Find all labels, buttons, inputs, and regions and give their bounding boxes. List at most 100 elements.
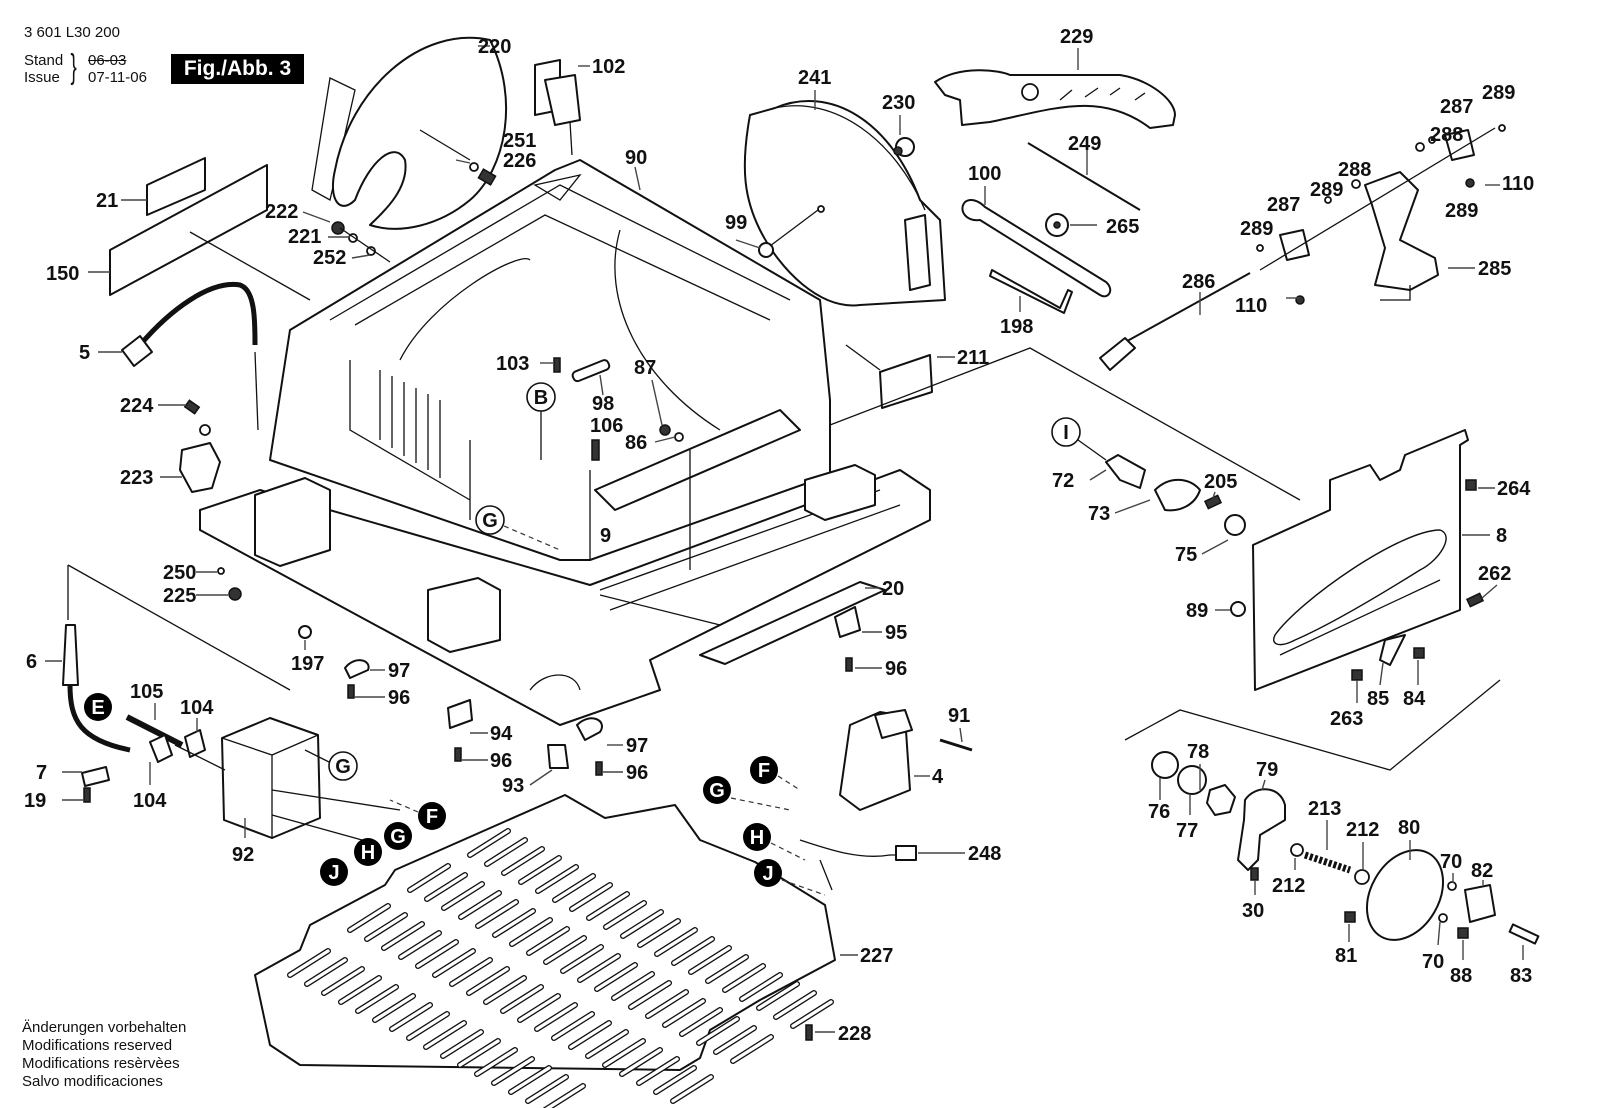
vent-slot-inner: [365, 913, 407, 941]
stand-date-struck: 06-03: [88, 52, 127, 69]
vent-slot-inner: [544, 936, 586, 964]
callout-212: 212: [1272, 875, 1305, 897]
clip-102: [534, 59, 581, 156]
screw-263: [1351, 669, 1363, 681]
stand-label: Stand: [24, 52, 64, 69]
lever-79: [1237, 788, 1286, 871]
clamp-287-right: [1444, 129, 1475, 161]
bolt-98: [571, 359, 611, 383]
vent-slot-inner: [621, 910, 663, 938]
vent-slot-inner: [485, 838, 527, 866]
vent-slot-inner: [442, 882, 484, 910]
screw-103: [553, 357, 561, 373]
screw-88: [1457, 927, 1469, 939]
svg-text:G: G: [335, 756, 351, 778]
grommet-89: [1230, 601, 1246, 617]
vent-slot-inner: [646, 990, 688, 1018]
callout-263: 263: [1330, 708, 1363, 730]
footer-notice: Änderungen vorbehalten Modifications res…: [22, 1019, 186, 1091]
screw-96-c: [595, 761, 603, 776]
vent-slot-inner: [373, 994, 415, 1022]
callout-98: 98: [592, 393, 614, 415]
callout-4: 4: [932, 766, 944, 788]
callout-91: 91: [948, 705, 970, 727]
spring-213: [1303, 851, 1352, 874]
bracket-95: [834, 606, 861, 638]
vent-slot-inner: [689, 946, 731, 974]
callout-100: 100: [968, 163, 1001, 185]
figure-badge: Fig./Abb. 3: [171, 54, 304, 84]
vent-slot-inner: [468, 829, 510, 857]
callout-225: 225: [163, 585, 196, 607]
callout-77: 77: [1176, 820, 1198, 842]
callout-86: 86: [625, 432, 647, 454]
callout-288: 288: [1430, 124, 1463, 146]
ref-marker-G-right: G: [703, 776, 791, 811]
callout-212: 212: [1346, 819, 1379, 841]
vent-slot-inner: [425, 873, 467, 901]
vent-slot-inner: [638, 919, 680, 947]
vent-grille: [379, 370, 441, 478]
callout-106: 106: [590, 415, 623, 437]
vent-slot-inner: [586, 1030, 628, 1058]
vent-slot-inner: [390, 1003, 432, 1031]
hardware-72-75: [1105, 454, 1485, 681]
svg-text:G: G: [390, 826, 406, 848]
vent-slot-inner: [654, 1066, 696, 1094]
vent-slot-inner: [493, 909, 535, 937]
vent-slot-inner: [536, 865, 578, 893]
vent-slot-inner: [553, 874, 595, 902]
vent-slot-inner: [544, 1084, 585, 1108]
vent-slot-inner: [475, 1048, 517, 1076]
callout-230: 230: [882, 92, 915, 114]
ref-marker-F-right: F: [750, 756, 801, 791]
vent-slot-inner: [671, 1075, 713, 1103]
rod-286: [1099, 272, 1251, 371]
vent-slot-inner: [757, 982, 799, 1010]
callout-8: 8: [1496, 525, 1507, 547]
callout-289: 289: [1240, 218, 1273, 240]
label-plate-150: [109, 164, 268, 296]
callout-96: 96: [626, 762, 648, 784]
callout-83: 83: [1510, 965, 1532, 987]
blade-guard-220: [311, 36, 508, 230]
nut-222: [331, 221, 345, 235]
callout-220: 220: [478, 36, 511, 58]
callout-241: 241: [798, 67, 831, 89]
callout-228: 228: [838, 1023, 871, 1045]
vent-slot-inner: [441, 1030, 483, 1058]
callout-262: 262: [1478, 563, 1511, 585]
callout-7: 7: [36, 762, 47, 784]
handwheel-80: [1366, 849, 1444, 941]
callout-289: 289: [1310, 179, 1343, 201]
label-plate-21: [146, 157, 206, 216]
footer-line-fr: Modifications resèrvèes: [22, 1055, 180, 1072]
callout-75: 75: [1175, 544, 1197, 566]
vent-slot-inner: [561, 945, 603, 973]
callout-222: 222: [265, 201, 298, 223]
vent-slot-inner: [655, 928, 697, 956]
callout-227: 227: [860, 945, 893, 967]
vent-slot-inner: [569, 1021, 611, 1049]
vent-slot-inner: [740, 973, 782, 1001]
washer-251: [469, 162, 479, 172]
screw-262: [1465, 592, 1485, 608]
vent-slot-inner: [458, 1039, 500, 1067]
callout-82: 82: [1471, 860, 1493, 882]
vent-slot-inner: [519, 856, 561, 884]
callout-96: 96: [885, 658, 907, 680]
vent-slot-inner: [501, 985, 543, 1013]
callout-287: 287: [1267, 194, 1300, 216]
rod-105: [125, 714, 184, 748]
nut-99: [758, 242, 774, 258]
callout-labels: 220 102 229 241 230 289 287 288 110 289 …: [24, 26, 1534, 1045]
screw-96-d: [845, 657, 853, 672]
vent-slot-inner: [288, 949, 330, 977]
callout-90: 90: [625, 147, 647, 169]
screw-84: [1413, 647, 1425, 659]
washer-212-left: [1290, 843, 1304, 857]
svg-text:G: G: [482, 510, 498, 532]
footer-line-de: Änderungen vorbehalten: [22, 1019, 187, 1036]
vent-slot-inner: [382, 922, 424, 950]
